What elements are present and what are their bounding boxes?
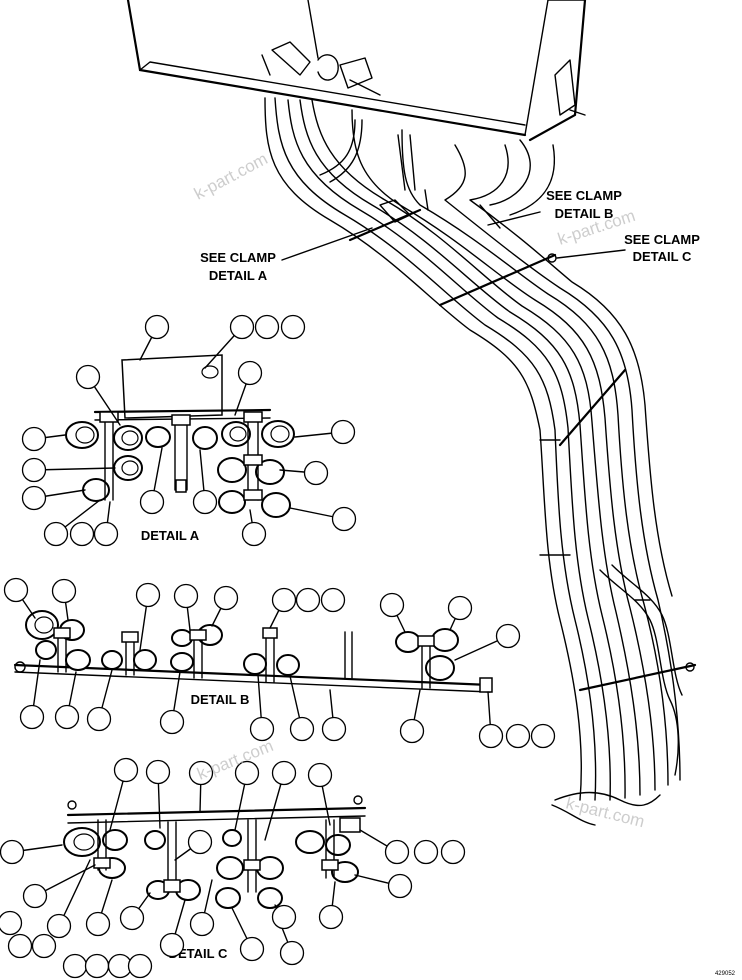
- callout-bubble: [271, 587, 297, 613]
- callout-bubble: [173, 583, 199, 609]
- bundle-clamps: [348, 199, 697, 692]
- callout-bubble: [331, 506, 357, 532]
- callout-bubble: [241, 521, 267, 547]
- callout-bubble: [289, 716, 315, 742]
- callout-bubble: [318, 904, 344, 930]
- see-clamp-a-label: SEE CLAMP DETAIL A: [200, 227, 373, 283]
- callout-bubble: [387, 873, 413, 899]
- drawing-number: 429052: [715, 971, 736, 977]
- callout-bubble: [119, 905, 145, 931]
- callout-bubble: [19, 704, 45, 730]
- callout-bubble: [62, 953, 88, 979]
- watermark-4: k-part.com: [564, 793, 647, 831]
- callout-bubble: [303, 460, 329, 486]
- see-clamp-b-line2: DETAIL B: [555, 206, 614, 221]
- callout-bubble: [249, 716, 275, 742]
- callout-bubble: [159, 709, 185, 735]
- callout-bubble: [0, 839, 25, 865]
- see-clamp-c-label: SEE CLAMP DETAIL C: [556, 232, 700, 264]
- callout-bubble: [320, 587, 346, 613]
- callout-bubble: [192, 489, 218, 515]
- callout-bubble: [295, 587, 321, 613]
- callout-bubble: [0, 910, 23, 936]
- callout-bubble: [279, 940, 305, 966]
- callout-bubble: [113, 757, 139, 783]
- callout-bubble: [478, 723, 504, 749]
- callout-bubble: [271, 760, 297, 786]
- callout-bubble: [86, 706, 112, 732]
- callout-bubble: [51, 578, 77, 604]
- callout-bubble: [127, 953, 153, 979]
- callout-bubble: [384, 839, 410, 865]
- callout-bubble: [440, 839, 466, 865]
- callout-bubble: [413, 839, 439, 865]
- callout-bubble: [43, 521, 69, 547]
- callout-bubble: [54, 704, 80, 730]
- callout-bubble: [237, 360, 263, 386]
- callout-bubble: [7, 933, 33, 959]
- callout-bubble: [93, 521, 119, 547]
- callout-bubble: [46, 913, 72, 939]
- callout-bubble: [21, 485, 47, 511]
- detail-b: DETAIL B: [13, 610, 493, 707]
- callout-bubble: [187, 829, 213, 855]
- callout-bubble: [189, 911, 215, 937]
- callout-bubble: [254, 314, 280, 340]
- see-clamp-a-line2: DETAIL A: [209, 268, 268, 283]
- callout-bubble: [3, 577, 29, 603]
- callout-bubble: [159, 932, 185, 958]
- callout-bubble: [280, 314, 306, 340]
- see-clamp-b-line1: SEE CLAMP: [546, 188, 622, 203]
- callout-bubble: [495, 623, 521, 649]
- watermark-3: k-part.com: [194, 736, 276, 784]
- callout-bubble: [84, 953, 110, 979]
- callout-bubble: [188, 760, 214, 786]
- callout-bubble: [85, 911, 111, 937]
- callout-leader: [58, 859, 91, 927]
- callout-bubble: [22, 883, 48, 909]
- detail-c: DETAIL C: [63, 795, 367, 961]
- callout-bubble: [139, 489, 165, 515]
- callout-bubble: [75, 364, 101, 390]
- callout-bubble: [21, 457, 47, 483]
- machine-housing: [126, 0, 587, 142]
- detail-a: DETAIL A: [65, 354, 295, 543]
- detail-b-title: DETAIL B: [191, 692, 250, 707]
- see-clamp-b-label: SEE CLAMP DETAIL B: [487, 188, 622, 226]
- see-clamp-c-line2: DETAIL C: [633, 249, 692, 264]
- callout-bubble: [447, 595, 473, 621]
- callout-bubble: [379, 592, 405, 618]
- callout-leader: [33, 467, 116, 471]
- callout-bubble: [135, 582, 161, 608]
- callout-bubble: [69, 521, 95, 547]
- callout-bubble: [234, 760, 260, 786]
- callout-bubble: [321, 716, 347, 742]
- watermark-1: k-part.com: [191, 149, 271, 203]
- callout-bubble: [145, 759, 171, 785]
- callout-bubble: [213, 585, 239, 611]
- callout-bubble: [330, 419, 356, 445]
- callout-bubble: [31, 933, 57, 959]
- callout-bubble: [530, 723, 556, 749]
- hose-bundle: [264, 97, 683, 826]
- see-clamp-a-line1: SEE CLAMP: [200, 250, 276, 265]
- callout-bubble: [307, 762, 333, 788]
- callout-bubble: [21, 426, 47, 452]
- detail-a-title: DETAIL A: [141, 528, 200, 543]
- see-clamp-c-line1: SEE CLAMP: [624, 232, 700, 247]
- callout-bubble: [271, 904, 297, 930]
- callout-bubble: [505, 723, 531, 749]
- callout-bubble: [399, 718, 425, 744]
- callout-bubble: [229, 314, 255, 340]
- detail-c-title: DETAIL C: [169, 946, 228, 961]
- callout-bubble: [144, 314, 170, 340]
- callout-bubbles: [0, 314, 556, 979]
- callout-bubble: [239, 936, 265, 962]
